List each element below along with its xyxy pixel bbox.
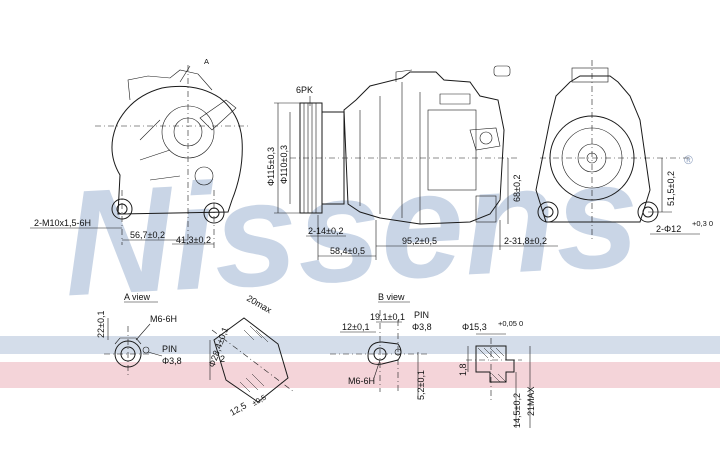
dim-56-7: 56,7±0,2 — [130, 230, 165, 240]
dim-68: 68±0,2 — [512, 175, 522, 202]
dim-22: 22±0,1 — [96, 311, 106, 338]
rear-view: 51,5±0,2 2-Φ12 +0,3 0 — [535, 60, 713, 240]
front-view: A 2-M10x1,5-6H 56,7±0,2 41,3±0,2 — [30, 57, 250, 250]
dim-2-31-8: 2-31,8±0,2 — [504, 236, 547, 246]
pink-band — [0, 362, 720, 388]
registered-mark: ® — [684, 153, 693, 167]
dim-41-3: 41,3±0,2 — [176, 235, 211, 245]
blue-band — [0, 336, 720, 354]
a-view-title: A view — [124, 292, 151, 302]
watermark: Nissens — [59, 130, 642, 328]
svg-text:A: A — [204, 57, 209, 66]
dim-110: Φ110±0,3 — [279, 145, 289, 184]
pin-a-dia: Φ3,8 — [162, 356, 182, 366]
dim-2-12-tolerance: +0,3 0 — [692, 219, 713, 228]
dim-m10: 2-M10x1,5-6H — [34, 218, 91, 228]
pin-b-label: PIN — [414, 310, 429, 320]
dim-15-3-tolerance: +0,05 0 — [498, 319, 523, 328]
dim-21max: 21MAX — [526, 386, 536, 416]
belt-label: 6PK — [296, 85, 313, 95]
dim-2-14: 2-14±0,2 — [308, 226, 343, 236]
pin-b-dia: Φ3,8 — [412, 322, 432, 332]
dim-5-2: 5,2±0,1 — [416, 370, 426, 400]
dim-14-5: 14,5±0,2 — [512, 393, 522, 428]
dim-1-8: 1,8 — [458, 363, 468, 376]
dim-95-2: 95,2±0,5 — [402, 236, 437, 246]
dim-51-5: 51,5±0,2 — [666, 171, 676, 206]
dim-2: 2 — [220, 354, 225, 364]
dim-2-12: 2-Φ12 — [656, 224, 681, 234]
dim-12-5: 12,5 — [228, 400, 248, 417]
dim-12: 12±0,1 — [342, 322, 369, 332]
dim-12-5-tolerance: ±0,5 — [251, 393, 268, 408]
dim-115: Φ115±0,3 — [266, 147, 276, 186]
side-view: 6PK Φ115±0,3 Φ110±0,3 68±0,2 2-14±0,2 95… — [266, 65, 558, 260]
dim-19-1: 19,1±0,1 — [370, 312, 405, 322]
b-view-title: B view — [378, 292, 405, 302]
pin-a-label: PIN — [162, 344, 177, 354]
dim-58-4: 58,4±0,5 — [330, 246, 365, 256]
m6-b-label: M6-6H — [348, 376, 375, 386]
detail-b-view: B view 19,1±0,1 12±0,1 PIN Φ3,8 M6-6H 5,… — [330, 292, 432, 400]
fitting-section: Φ15,3 +0,05 0 1,8 14,5±0,2 21MAX — [458, 319, 536, 428]
detail-a-view: A view 22±0,1 M6-6H PIN Φ3,8 — [96, 292, 182, 376]
dim-15-3: Φ15,3 — [462, 322, 487, 332]
m6-a-label: M6-6H — [150, 314, 177, 324]
